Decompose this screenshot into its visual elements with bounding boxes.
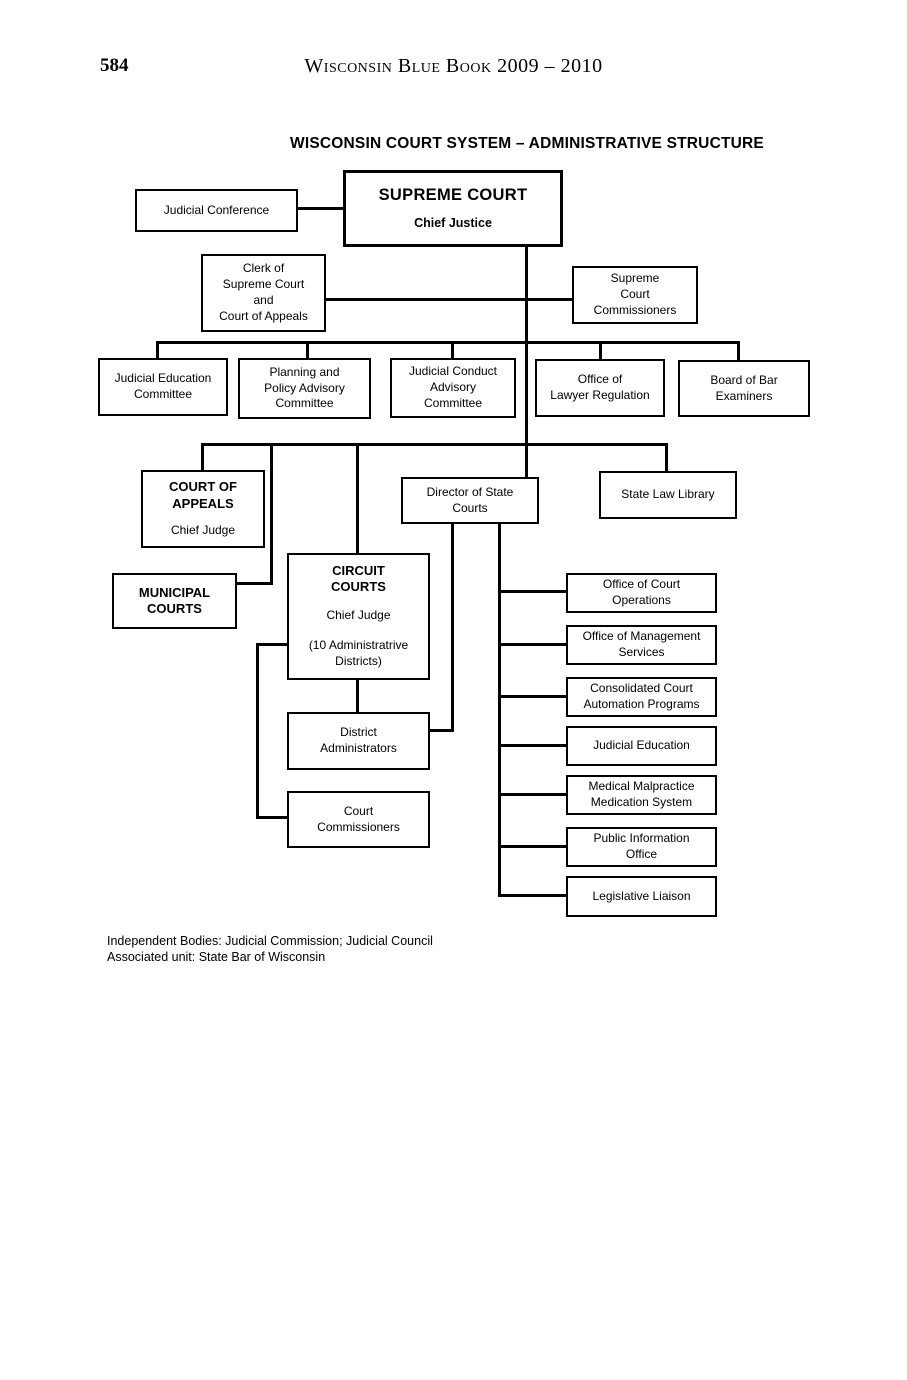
drop-judicial-conduct-committee: [451, 341, 454, 359]
node-office-of-lawyer-regulation: Office of Lawyer Regulation: [535, 359, 665, 417]
node-label: Public Information Office: [593, 831, 690, 861]
connector-director-district-vertical: [451, 522, 454, 732]
node-subtitle: Chief Judge: [326, 607, 391, 622]
connector-circuit-district: [356, 679, 359, 713]
node-subtitle: Chief Justice: [414, 216, 492, 231]
node-supreme-court-commissioners: Supreme Court Commissioners: [572, 266, 698, 324]
connector-clerk-commissioners: [326, 298, 572, 301]
node-clerk-supreme-court: Clerk of Supreme Court and Court of Appe…: [201, 254, 326, 332]
node-judicial-education: Judicial Education: [566, 726, 717, 766]
node-label: Court Commissioners: [317, 803, 400, 834]
node-consolidated-court-automation-programs: Consolidated Court Automation Programs: [566, 677, 717, 717]
node-court-commissioners: Court Commissioners: [287, 791, 430, 848]
drop-municipal-horizontal: [237, 582, 273, 585]
node-public-information-office: Public Information Office: [566, 827, 717, 867]
node-label: Planning and Policy Advisory Committee: [264, 364, 345, 411]
node-planning-policy-advisory-committee: Planning and Policy Advisory Committee: [238, 358, 371, 419]
node-label: Director of State Courts: [426, 484, 514, 515]
node-board-of-bar-examiners: Board of Bar Examiners: [678, 360, 810, 417]
node-judicial-education-committee: Judicial Education Committee: [98, 358, 228, 416]
node-label: Judicial Conference: [163, 202, 270, 217]
book-title: Wisconsin Blue Book 2009 – 2010: [304, 55, 603, 77]
node-office-of-court-operations: Office of Court Operations: [566, 573, 717, 613]
connector-commissioners-vertical: [256, 643, 259, 819]
node-subtitle: Chief Judge: [170, 522, 236, 537]
spur-judicial-education: [498, 744, 566, 747]
drop-circuit-courts: [356, 443, 359, 554]
spine-director-offices: [498, 522, 501, 897]
rail-committees: [156, 341, 740, 344]
connector-judicial-conference: [298, 207, 343, 210]
node-label: Medical Malpractice Medication System: [588, 779, 695, 809]
node-supreme-court: SUPREME COURT Chief Justice: [343, 170, 563, 247]
node-label: State Law Library: [621, 487, 715, 502]
spur-public-information: [498, 845, 566, 848]
node-judicial-conduct-advisory-committee: Judicial Conduct Advisory Committee: [390, 358, 516, 418]
node-title: COURT OF APPEALS: [169, 479, 237, 511]
spur-office-management-services: [498, 643, 566, 646]
drop-judicial-education-committee: [156, 341, 159, 359]
spur-medical-malpractice: [498, 793, 566, 796]
node-state-law-library: State Law Library: [599, 471, 737, 519]
node-title: SUPREME COURT: [378, 186, 528, 205]
node-judicial-conference: Judicial Conference: [135, 189, 298, 232]
node-municipal-courts: MUNICIPAL COURTS: [112, 573, 237, 629]
spur-legislative-liaison: [498, 894, 566, 897]
node-title: MUNICIPAL COURTS: [138, 584, 211, 616]
spur-consolidated-court: [498, 695, 566, 698]
connector-supreme-court-trunk: [525, 246, 528, 478]
node-court-of-appeals: COURT OF APPEALS Chief Judge: [141, 470, 265, 548]
footnote-independent-bodies: Independent Bodies: Judicial Commission;…: [107, 934, 433, 948]
diagram-title: WISCONSIN COURT SYSTEM – ADMINISTRATIVE …: [290, 135, 764, 152]
node-office-of-management-services: Office of Management Services: [566, 625, 717, 665]
drop-planning-committee: [306, 341, 309, 359]
node-label: Supreme Court Commissioners: [593, 271, 677, 317]
node-label: Judicial Education: [593, 738, 690, 753]
footnotes: Independent Bodies: Judicial Commission;…: [107, 933, 433, 965]
node-medical-malpractice-medication-system: Medical Malpractice Medication System: [566, 775, 717, 815]
node-label: Judicial Education Committee: [114, 371, 212, 401]
node-label: Consolidated Court Automation Programs: [583, 681, 700, 711]
drop-lawyer-regulation: [599, 341, 602, 360]
node-label: Office of Management Services: [582, 629, 701, 659]
spur-office-court-operations: [498, 590, 566, 593]
node-label: Board of Bar Examiners: [710, 372, 778, 403]
node-note: (10 Administratrive Districts): [308, 638, 409, 669]
drop-bar-examiners: [737, 341, 740, 361]
node-label: Office of Court Operations: [602, 577, 681, 607]
drop-court-of-appeals: [201, 443, 204, 471]
connector-commissioners-bottom: [256, 816, 287, 819]
drop-municipal-vertical: [270, 443, 273, 585]
node-legislative-liaison: Legislative Liaison: [566, 876, 717, 917]
page-number: 584: [100, 55, 129, 76]
node-label: District Administrators: [320, 725, 397, 755]
node-director-of-state-courts: Director of State Courts: [401, 477, 539, 524]
node-label: Judicial Conduct Advisory Committee: [408, 364, 498, 410]
node-label: Clerk of Supreme Court and Court of Appe…: [219, 261, 308, 323]
node-district-administrators: District Administrators: [287, 712, 430, 770]
node-title: CIRCUIT COURTS: [331, 563, 386, 595]
connector-commissioners-top: [256, 643, 287, 646]
node-circuit-courts: CIRCUIT COURTS Chief Judge (10 Administr…: [287, 553, 430, 680]
connector-director-district-horizontal: [430, 729, 454, 732]
node-label: Legislative Liaison: [592, 888, 691, 903]
node-label: Office of Lawyer Regulation: [550, 372, 650, 402]
drop-state-law-library: [665, 443, 668, 472]
footnote-associated-unit: Associated unit: State Bar of Wisconsin: [107, 950, 326, 964]
rail-courts: [201, 443, 668, 446]
